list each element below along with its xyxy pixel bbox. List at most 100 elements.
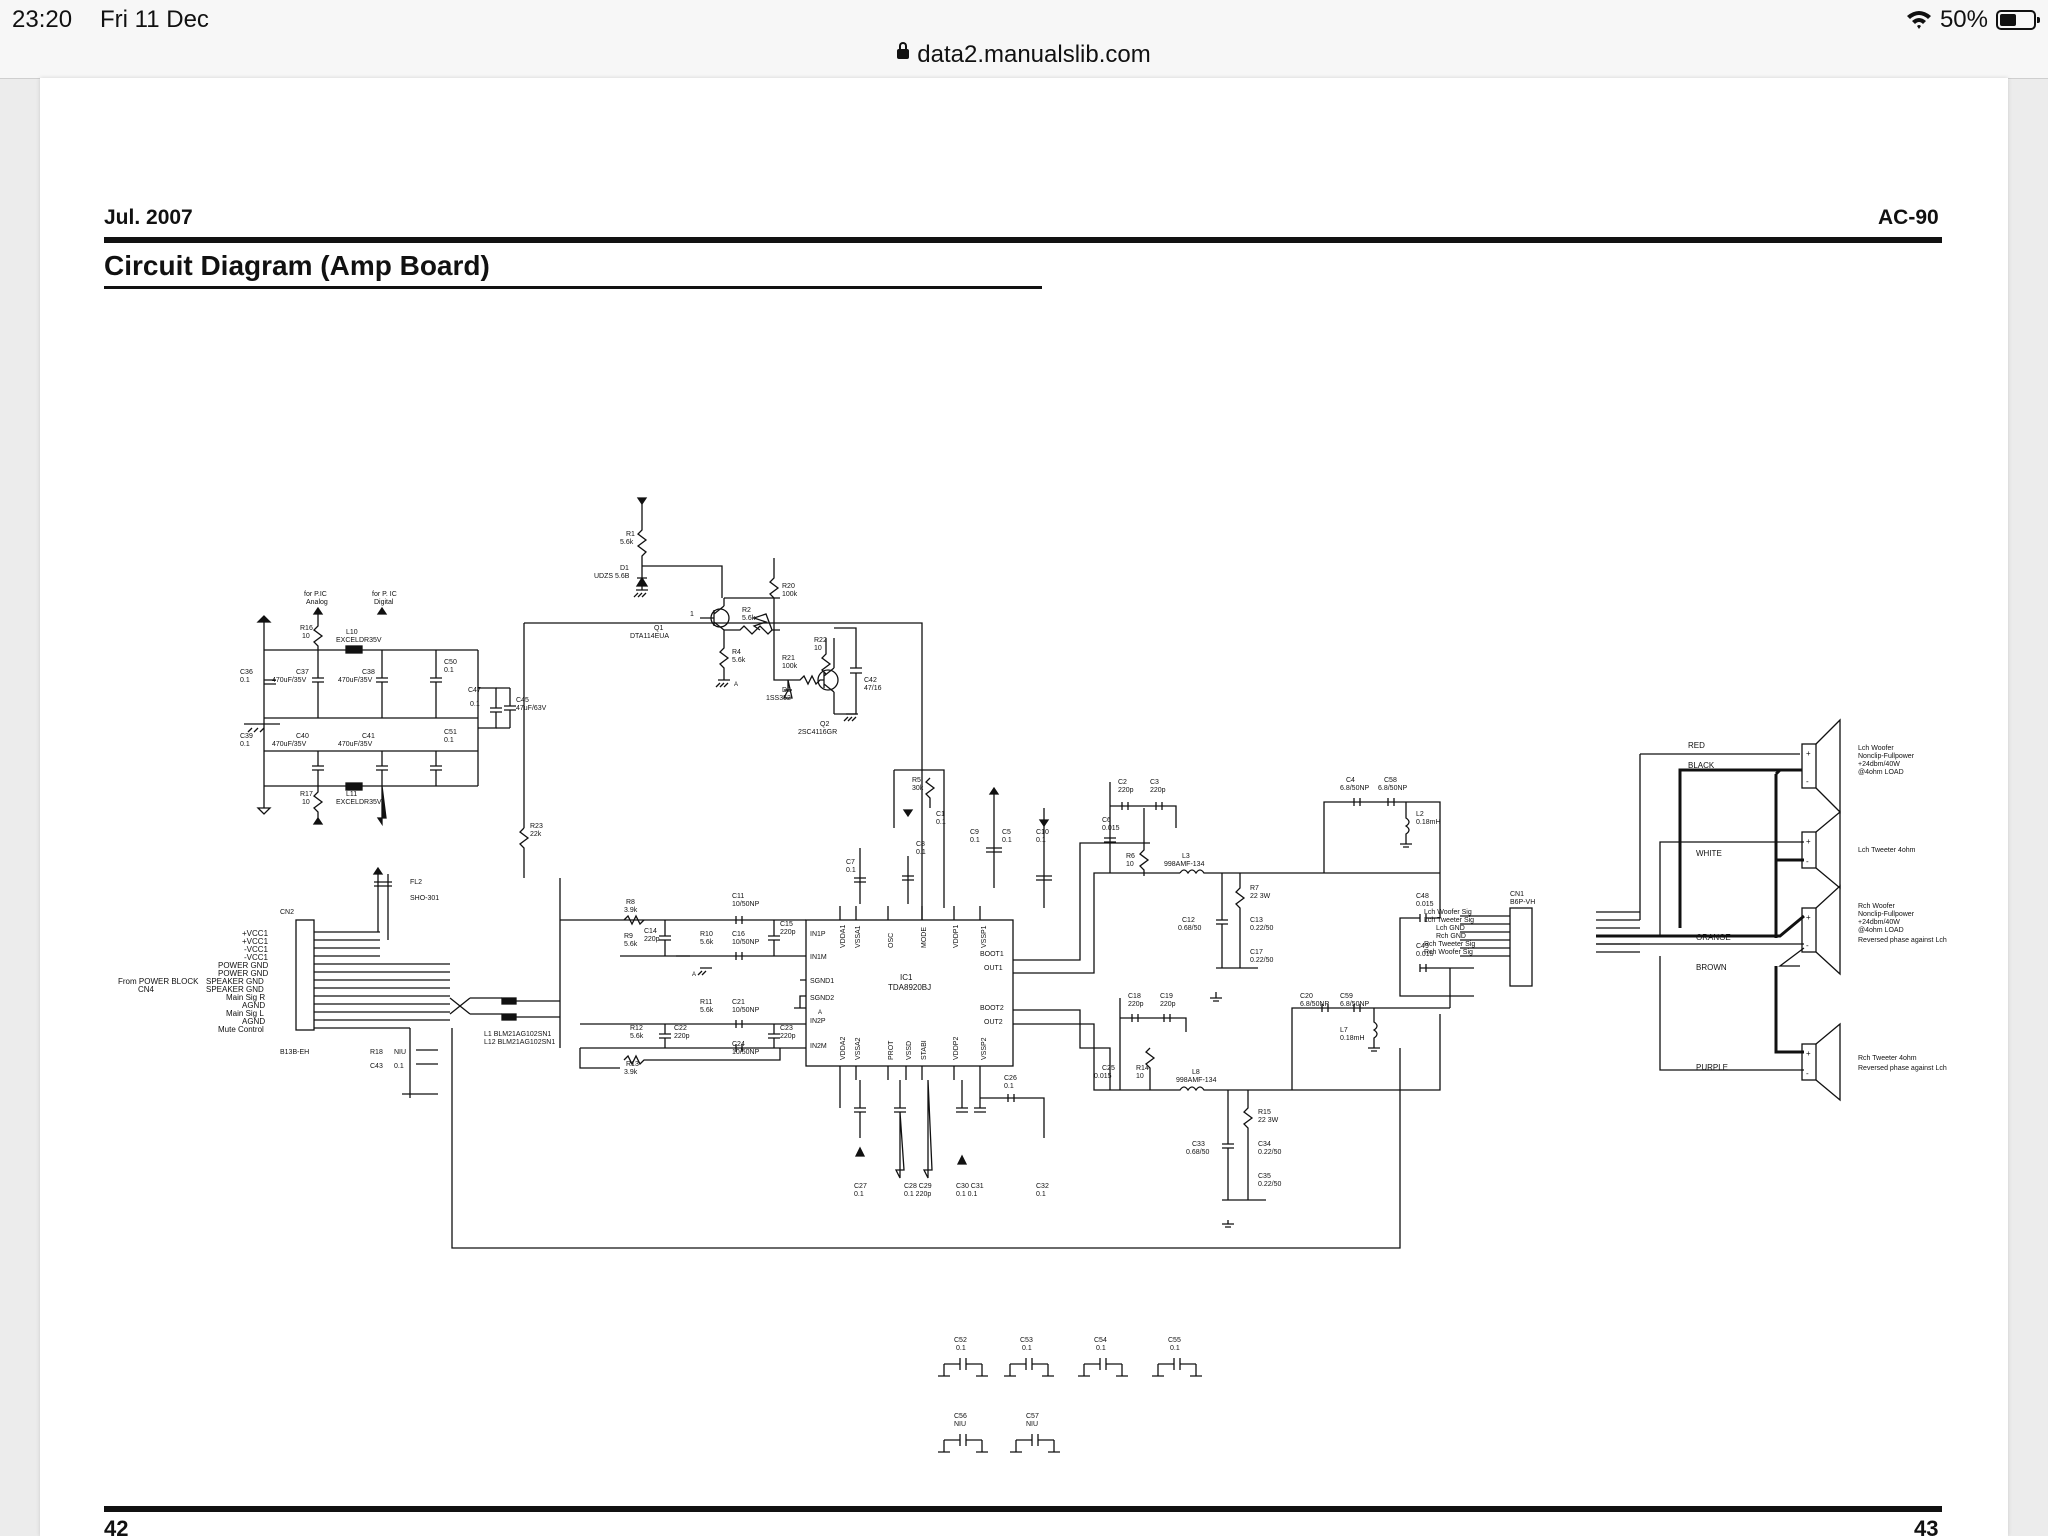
footer-rule (104, 1506, 1942, 1512)
c36-ref: C36 (240, 669, 253, 676)
pin-in2m: IN2M (810, 1043, 827, 1050)
c10-ref: C10 (1036, 829, 1049, 836)
speaker-lch-tweeter: + - Lch Tweeter 4ohm (1801, 810, 1916, 890)
cn2-part: B13B-EH (280, 1049, 309, 1056)
l3-ref: L3 (1182, 853, 1190, 860)
svg-text:-: - (1806, 777, 1809, 786)
r13-val: 3.9k (624, 1069, 638, 1076)
svg-text:POWER GND: POWER GND (218, 969, 268, 978)
svg-text:+: + (1806, 1049, 1811, 1058)
c43-ref: C43 (370, 1063, 383, 1070)
c49-val: 0.015 (1416, 951, 1434, 958)
digital-label-2: Digital (374, 599, 394, 606)
document-page: Jul. 2007 AC-90 Circuit Diagram (Amp Boa… (40, 78, 2008, 1536)
wire-white: WHITE (1696, 849, 1722, 858)
svg-text:-: - (1806, 857, 1809, 866)
svg-text:A: A (818, 1010, 822, 1016)
cn2-signal-labels: +VCC1 +VCC1 -VCC1 -VCC1 POWER GND POWER … (206, 929, 269, 1034)
r8-val: 3.9k (624, 907, 638, 914)
pin-osc: OSC (888, 933, 895, 948)
c21-ref: C21 (732, 999, 745, 1006)
r20-val: 100k (782, 591, 798, 598)
c42-val: 47/16 (864, 685, 882, 692)
c22-val: 220p (674, 1033, 690, 1040)
r10-ref: R10 (700, 931, 713, 938)
c32-val: 0.1 (1036, 1191, 1046, 1198)
c53-ref: C53 (1020, 1337, 1033, 1344)
speakers: + - Lch Woofer Nonclip-Fullpower +24dbm/… (1801, 718, 1947, 1102)
r17-val: 10 (302, 799, 310, 806)
c28c29-val: 0.1 220p (904, 1191, 931, 1198)
pin-vssp2: VSSP2 (981, 1037, 988, 1060)
r14-ref: R14 (1136, 1065, 1149, 1072)
c15-ref: C15 (780, 921, 793, 928)
title-underline (104, 286, 1042, 289)
c54-ref: C54 (1094, 1337, 1107, 1344)
svg-text:SPEAKER GND: SPEAKER GND (206, 977, 264, 986)
c22-ref: C22 (674, 1025, 687, 1032)
pin-stabi: STABI (921, 1040, 928, 1060)
l1-l12-line1: L1 BLM21AG102SN1 (484, 1031, 551, 1038)
c10-val: 0.1 (1036, 837, 1046, 844)
c3-ref: C3 (1150, 779, 1159, 786)
c2-val: 220p (1118, 787, 1134, 794)
d1-val: UDZS 5.6B (594, 573, 630, 580)
pin-boot1: BOOT1 (980, 951, 1004, 958)
c3-val: 220p (1150, 787, 1166, 794)
c2-ref: C2 (1118, 779, 1127, 786)
c27-val: 0.1 (854, 1191, 864, 1198)
r2-val: 5.6k (742, 615, 756, 622)
url-text: data2.manualslib.com (917, 41, 1151, 68)
l2-val: 0.18mH (1416, 819, 1441, 826)
pin-sgnd2: SGND2 (810, 995, 834, 1002)
c26-val: 0.1 (1004, 1083, 1014, 1090)
page-number-right: 43 (1914, 1516, 1939, 1536)
pin-sgnd1: SGND1 (810, 978, 834, 985)
svg-text:Rch Woofer: Rch Woofer (1858, 903, 1895, 910)
c38-ref: C38 (362, 669, 375, 676)
c51-ref: C51 (444, 729, 457, 736)
c34-ref: C34 (1258, 1141, 1271, 1148)
c59-ref: C59 (1340, 993, 1353, 1000)
svg-text:Reversed phase against Lch: Reversed phase against Lch (1858, 1065, 1947, 1072)
svg-text:Lch Woofer: Lch Woofer (1858, 745, 1894, 752)
c7-val: 0.1 (846, 867, 856, 874)
l3-val: 998AMF-134 (1164, 861, 1205, 868)
address-bar[interactable]: data2.manualslib.com (0, 40, 2048, 79)
c19-val: 220p (1160, 1001, 1176, 1008)
svg-text:A: A (692, 972, 696, 978)
svg-text:Rch GND: Rch GND (1436, 933, 1466, 940)
ic1-chip: IC1 TDA8920BJ IN1P IN1M SGND1 SGND2 IN2P… (805, 906, 1014, 1080)
c7-ref: C7 (846, 859, 855, 866)
url-display[interactable]: data2.manualslib.com (0, 40, 2048, 70)
c52-ref: C52 (954, 1337, 967, 1344)
svg-text:SPEAKER GND: SPEAKER GND (206, 985, 264, 994)
c25-ref: C25 (1102, 1065, 1115, 1072)
r5-ref: R5 (912, 777, 921, 784)
l7-val: 0.18mH (1340, 1035, 1365, 1042)
pin-in1p: IN1P (810, 931, 826, 938)
pin-vddp2: VDDP2 (953, 1037, 960, 1060)
svg-text:Rch Tweeter 4ohm: Rch Tweeter 4ohm (1858, 1055, 1917, 1062)
c5-val: 0.1 (1002, 837, 1012, 844)
l2-ref: L2 (1416, 811, 1424, 818)
c17-ref: C17 (1250, 949, 1263, 956)
c6-val: 0.015 (1102, 825, 1120, 832)
c13-ref: C13 (1250, 917, 1263, 924)
fl2-ref: FL2 (410, 879, 422, 886)
c40-ref: C40 (296, 733, 309, 740)
pin-boot2: BOOT2 (980, 1005, 1004, 1012)
c13-val: 0.22/50 (1250, 925, 1273, 932)
circuit-schematic: IC1 TDA8920BJ IN1P IN1M SGND1 SGND2 IN2P… (118, 497, 1947, 1453)
c38-val: 470uF/35V (338, 677, 373, 684)
svg-text:Lch Tweeter 4ohm: Lch Tweeter 4ohm (1858, 847, 1916, 854)
svg-text:Main Sig R: Main Sig R (226, 993, 265, 1002)
bottom-decoupling: C26 0.1 C27 0.1 C28 C29 0.1 220p C30 C31… (839, 1075, 1049, 1198)
r12-ref: R12 (630, 1025, 643, 1032)
wire-orange: ORANGE (1696, 933, 1731, 942)
c47-ref: C47 (468, 687, 481, 694)
r1-ref: R1 (626, 531, 635, 538)
r1-val: 5.6k (620, 539, 634, 546)
svg-text:+: + (1806, 837, 1811, 846)
pin-in1m: IN1M (810, 954, 827, 961)
